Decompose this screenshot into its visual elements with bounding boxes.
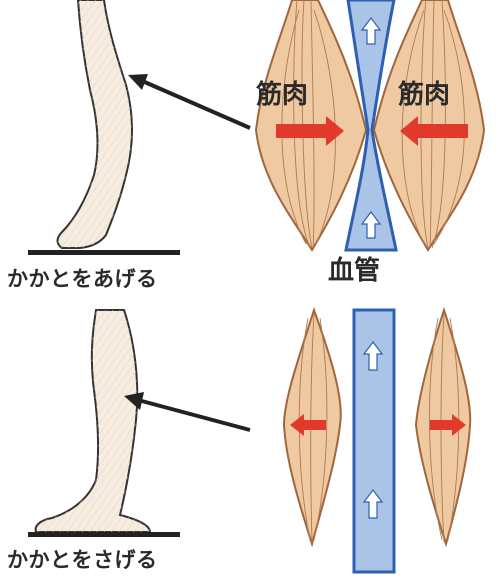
leg-raised-heel (58, 0, 133, 248)
caption-raise-heel: かかとをあげる (7, 263, 158, 293)
bottom-panel (28, 310, 470, 572)
leg-lowered-heel (36, 310, 150, 532)
caption-lower-heel: かかとをさげる (7, 544, 158, 574)
muscle-label-left: 筋肉 (256, 74, 308, 111)
floor-line (28, 250, 180, 255)
pointer-arrow-top (128, 74, 250, 128)
top-panel (28, 0, 484, 255)
blood-vessel-label: 血管 (328, 250, 380, 287)
pointer-arrow-bottom (124, 392, 250, 430)
floor-line (28, 532, 180, 537)
muscle-label-right: 筋肉 (398, 74, 450, 111)
